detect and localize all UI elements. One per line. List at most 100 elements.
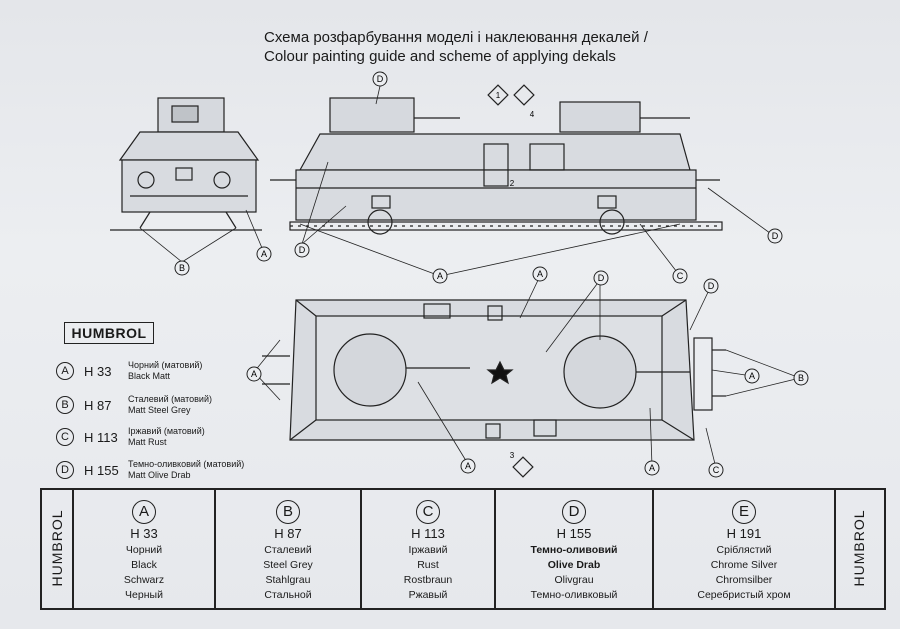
column-letter: E <box>732 500 756 524</box>
legend-name-en: Matt Rust <box>128 437 167 447</box>
name-en: Steel Grey <box>263 559 313 571</box>
name-de: Schwarz <box>123 574 165 586</box>
legend-row-c: C H 113 Іржавий (матовий)Matt Rust <box>56 426 205 448</box>
legend-row-a: A H 33 Чорний (матовий)Black Matt <box>56 360 202 382</box>
callout-a: A <box>246 366 262 382</box>
table-side-cell-right: HUMBROL <box>836 490 882 608</box>
column-letter: B <box>276 500 300 524</box>
callout-d: D <box>593 270 609 286</box>
decal-markers <box>487 84 535 478</box>
svg-text:A: A <box>649 463 655 473</box>
svg-text:A: A <box>251 369 257 379</box>
callout-a: A <box>432 268 448 284</box>
legend-letter: D <box>56 461 74 479</box>
name-de: Chromsilber <box>715 574 773 586</box>
title-english: Colour painting guide and scheme of appl… <box>264 48 616 65</box>
callout-a: A <box>644 460 660 476</box>
svg-text:C: C <box>713 465 720 475</box>
column-code: H 33 <box>130 526 158 541</box>
humbrol-legend-title: HUMBROL <box>64 322 154 344</box>
svg-text:B: B <box>798 373 804 383</box>
column-code: H 113 <box>411 526 445 541</box>
svg-text:D: D <box>772 231 779 241</box>
table-column-c: C H 113 Іржавий Rust Rostbraun Ржавый <box>362 490 496 608</box>
title-ukrainian: Схема розфарбування моделі і наклеювання… <box>264 29 648 46</box>
name-de: Rostbraun <box>403 574 453 586</box>
svg-text:D: D <box>299 245 306 255</box>
name-en: Olive Drab <box>547 559 601 571</box>
callout-b: B <box>174 260 190 276</box>
legend-code: H 87 <box>84 397 112 413</box>
svg-text:D: D <box>598 273 605 283</box>
callout-d: D <box>767 228 783 244</box>
name-ru: Черный <box>125 589 163 601</box>
callout-d: D <box>372 71 388 87</box>
decal-number: 3 <box>510 451 515 460</box>
table-column-b: B H 87 Сталевий Steel Grey Stahlgrau Ста… <box>216 490 362 608</box>
decal-number: 2 <box>510 179 515 188</box>
name-ru: Серебристый хром <box>697 589 791 601</box>
decal-numbers: 1 2 3 4 <box>496 91 535 460</box>
name-en: Black <box>131 559 157 571</box>
callout-a: A <box>256 246 272 262</box>
name-ua: Сталевий <box>264 544 312 556</box>
legend-letter: B <box>56 396 74 414</box>
legend-row-b: B H 87 Сталевий (матовий)Matt Steel Grey <box>56 394 212 416</box>
name-ua: Темно-оливовий <box>530 544 618 556</box>
svg-text:D: D <box>377 74 384 84</box>
svg-text:A: A <box>465 461 471 471</box>
callout-a: A <box>460 458 476 474</box>
column-code: H 87 <box>274 526 302 541</box>
svg-text:A: A <box>437 271 443 281</box>
svg-text:C: C <box>677 271 684 281</box>
name-ua: Іржавий <box>408 544 448 556</box>
side-view <box>270 97 723 235</box>
table-side-cell-left: HUMBROL <box>42 490 74 608</box>
svg-text:D: D <box>708 281 715 291</box>
top-view <box>262 299 726 441</box>
table-side-label: HUMBROL <box>851 509 867 587</box>
callout-c: C <box>672 268 688 284</box>
column-code: H 155 <box>556 526 592 541</box>
name-de: Stahlgrau <box>265 574 311 586</box>
decal-number: 1 <box>496 91 501 100</box>
legend-code: H 155 <box>84 462 119 478</box>
name-ru: Темно-оливковый <box>530 589 618 601</box>
callout-a: A <box>532 266 548 282</box>
svg-text:A: A <box>749 371 755 381</box>
svg-text:A: A <box>261 249 267 259</box>
decal-number: 4 <box>530 110 535 119</box>
legend-code: H 113 <box>84 429 118 445</box>
name-en: Rust <box>417 559 439 571</box>
legend-letter: C <box>56 428 74 446</box>
legend-code: H 33 <box>84 363 112 379</box>
legend-name-ua: Темно-оливковий (матовий) <box>128 459 245 469</box>
name-ua: Сріблястий <box>716 544 772 556</box>
table-column-d: D H 155 Темно-оливовий Olive Drab Olivgr… <box>496 490 654 608</box>
page-title: Схема розфарбування моделі і наклеювання… <box>264 28 648 66</box>
callout-c: C <box>708 462 724 478</box>
front-view <box>110 97 262 231</box>
callout-d: D <box>294 242 310 258</box>
column-code: H 191 <box>726 526 762 541</box>
callout-b: B <box>793 370 809 386</box>
legend-name-ua: Чорний (матовий) <box>128 360 203 370</box>
column-letter: C <box>416 500 440 524</box>
name-ua: Чорний <box>125 544 163 556</box>
leader-lines <box>139 85 801 469</box>
legend-row-d: D H 155 Темно-оливковий (матовий)Matt Ol… <box>56 459 244 481</box>
table-column-a: A H 33 Чорний Black Schwarz Черный <box>74 490 216 608</box>
column-letter: D <box>562 500 586 524</box>
table-column-e: E H 191 Сріблястий Chrome Silver Chromsi… <box>654 490 836 608</box>
name-en: Chrome Silver <box>710 559 778 571</box>
column-letter: A <box>132 500 156 524</box>
table-side-label: HUMBROL <box>49 509 65 587</box>
name-ru: Стальной <box>264 589 312 601</box>
legend-name-en: Matt Olive Drab <box>128 470 191 480</box>
paint-table: HUMBROL A H 33 Чорний Black Schwarz Черн… <box>40 488 886 610</box>
callout-a: A <box>744 368 760 384</box>
callouts: D B A D A C D A D D A A B A A C <box>174 71 809 478</box>
name-ru: Ржавый <box>408 589 448 601</box>
legend-letter: A <box>56 362 74 380</box>
